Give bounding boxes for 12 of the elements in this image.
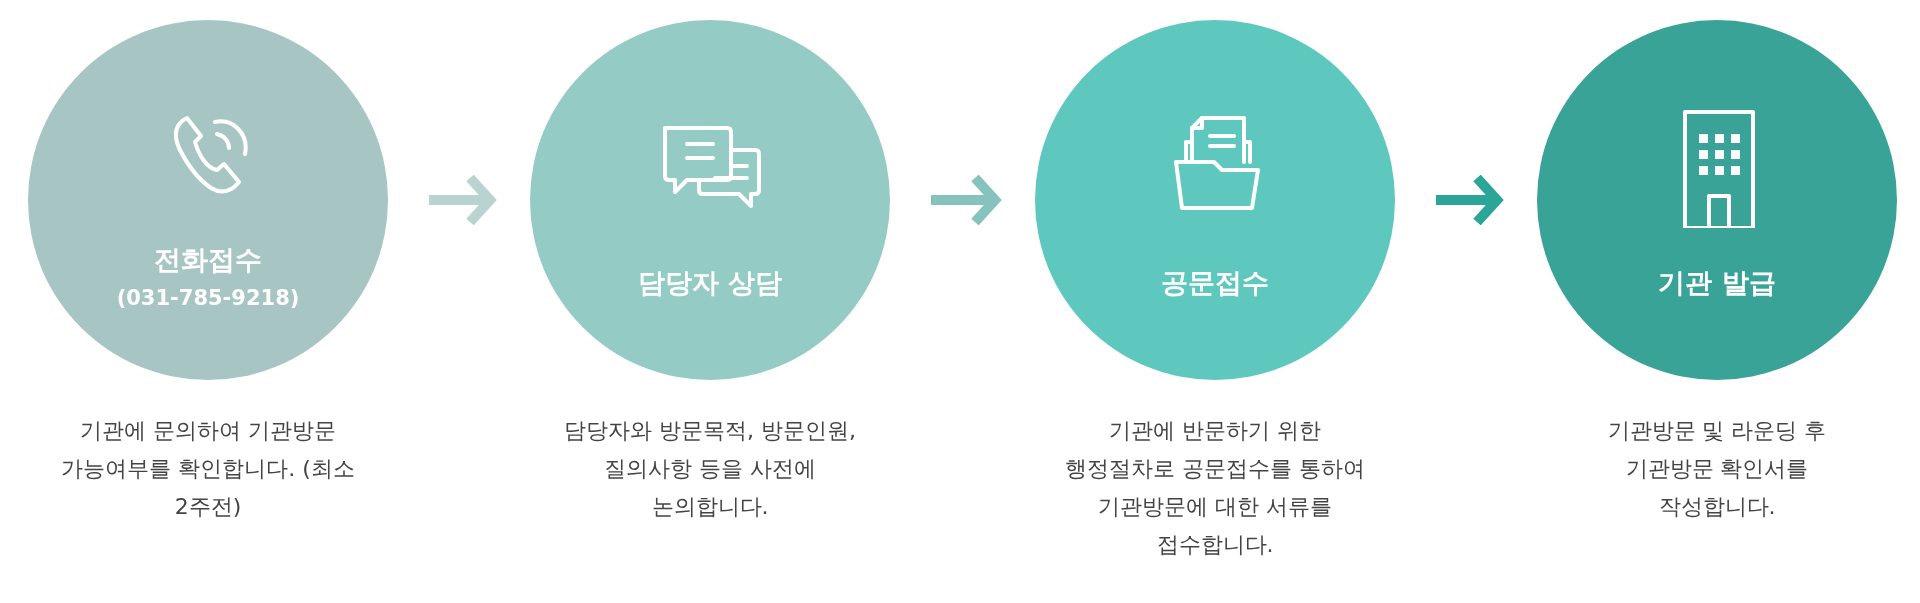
step-title: 전화접수	[153, 243, 263, 277]
step-title: 담당자 상담	[636, 266, 784, 300]
step-description: 기관에 반문하기 위한 행정절차로 공문접수를 통하여 기관방문에 대한 서류를 접수합니다.	[1065, 417, 1365, 559]
arrow	[429, 173, 495, 227]
step-title: 기관 발급	[1657, 266, 1777, 300]
step-description: 기관방문 및 라운딩 후 기관방문 확인서를 작성합니다.	[1606, 417, 1828, 521]
arrow	[1436, 173, 1502, 227]
step-title: 공문접수	[1160, 266, 1270, 300]
phone-number: (031-785-9218)	[115, 286, 301, 310]
arrow	[931, 173, 1000, 227]
step-description: 기관에 문의하여 기관방문 가능여부를 확인합니다. (최소 2주전)	[60, 417, 356, 521]
step-description: 담당자와 방문목적, 방문인원, 질의사항 등을 사전에 논의합니다.	[563, 417, 857, 521]
